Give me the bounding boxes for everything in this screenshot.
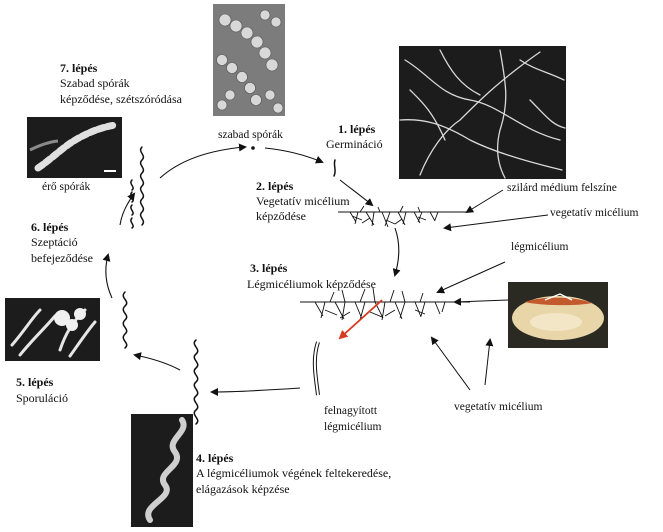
aerial-mycelium-tuft — [300, 287, 470, 321]
arrow-vegetative-to-aerial — [392, 227, 401, 277]
septation-sketch — [130, 179, 134, 229]
germinating-spore — [333, 159, 336, 177]
label-free-spores: szabad spórák — [218, 129, 283, 141]
label-magnified-2: légmicélium — [324, 421, 382, 433]
label-vegetative-bottom: vegetatív micélium — [454, 401, 543, 413]
sporulation-sketch — [122, 291, 128, 349]
arrow-free-spores-to-germination — [264, 147, 324, 164]
arrow-septation-to-maturing — [119, 192, 136, 226]
arrow-aerial-to-coiling — [210, 387, 301, 396]
step-4-desc-2: elágazások képzése — [196, 482, 290, 496]
step-7-desc-1: Szabad spórák — [60, 76, 130, 90]
spore-chain-micrograph-photo — [213, 4, 285, 116]
step-7-title: 7. lépés — [60, 61, 98, 75]
sporulation-micrograph-photo — [5, 298, 100, 361]
step-1-title: 1. lépés — [338, 122, 376, 136]
step-2-desc-1: Vegetatív micélium — [256, 194, 350, 208]
step-2-title: 2. lépés — [256, 179, 294, 193]
pointer-lines — [430, 189, 549, 391]
step-6-title: 6. lépés — [31, 220, 69, 234]
maturing-spores-micrograph-photo — [27, 117, 122, 178]
cycle-arrows — [102, 143, 401, 396]
arrow-sporulation-to-septation — [102, 253, 113, 299]
label-vegetative-top: vegetatív micélium — [550, 207, 639, 219]
step-1-desc: Germináció — [326, 137, 383, 151]
spore-chain-sketches — [122, 146, 336, 425]
arrow-spore-chain-to-free-spores — [159, 143, 247, 179]
label-aerial-mycelium: légmicélium — [511, 241, 569, 253]
step-5-desc: Sporuláció — [16, 391, 68, 405]
step-6-desc-1: Szeptáció — [31, 235, 78, 249]
step-6-desc-2: befejeződése — [31, 251, 93, 265]
magnify-arrow — [338, 299, 383, 340]
coiled-hypha-micrograph-photo — [131, 414, 193, 527]
step-7-desc-2: képződése, szétszóródása — [60, 92, 183, 106]
step-5-title: 5. lépés — [16, 375, 54, 389]
label-solid-surface: szilárd médium felszíne — [507, 182, 617, 194]
step-4-desc-1: A légmicéliumok végének feltekeredése, — [196, 466, 391, 480]
coiling-sketch — [193, 339, 199, 425]
chain-spores-sketch — [139, 146, 145, 226]
free-spore-dot — [251, 146, 255, 150]
step-3-desc: Légmicéliumok képződése — [247, 277, 376, 291]
step-3-title: 3. lépés — [250, 261, 288, 275]
arrow-germination-to-vegetative — [339, 179, 374, 207]
vegetative-hyphae-micrograph-photo — [399, 46, 566, 179]
arrow-coiling-to-sporulation — [133, 352, 181, 371]
label-magnified-1: felnagyított — [324, 405, 378, 417]
label-maturing-spores: érő spórák — [42, 181, 90, 193]
vegetative-mycelium-tuft — [338, 205, 470, 228]
colony-photo — [508, 282, 608, 348]
step-2-desc-2: képződése — [256, 209, 306, 223]
step-4-title: 4. lépés — [196, 451, 234, 465]
